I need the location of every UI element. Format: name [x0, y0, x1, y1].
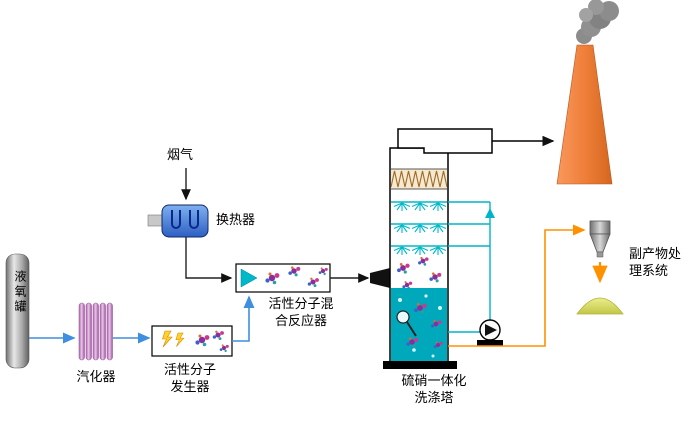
pile-icon	[576, 297, 624, 315]
chimney-icon	[556, 44, 613, 185]
generator-label-line1: 活性分子	[163, 363, 216, 378]
reactor-label-line2: 合反应器	[274, 314, 327, 329]
heat-exchanger-label: 换热器	[216, 213, 256, 228]
generator-label: 活性分子 发生器	[150, 362, 230, 396]
nozzle-icon	[240, 268, 258, 288]
reactor-label-line1: 活性分子混	[268, 297, 334, 312]
pipe-heat-exchanger-to-reactor	[185, 237, 233, 283]
vaporizer-label: 汽化器	[76, 370, 116, 385]
heat-exchanger-icon	[147, 204, 209, 238]
vaporizer-icon	[78, 302, 113, 361]
circulation-pipes	[448, 201, 495, 333]
reactor-label: 活性分子混 合反应器	[258, 296, 344, 330]
active-molecule-generator	[151, 325, 233, 357]
byproduct-label-line1: 副产物处	[629, 247, 682, 262]
byproduct-label-line2: 理系统	[629, 264, 669, 279]
hopper-icon	[589, 220, 611, 258]
generator-label-line2: 发生器	[170, 380, 210, 395]
mixing-reactor	[235, 263, 331, 293]
tower-label-line2: 洗涤塔	[414, 391, 454, 406]
scrubber-tower	[383, 147, 457, 369]
tank-icon	[5, 253, 30, 369]
smoke-icon	[576, 0, 619, 44]
tank-label: 液氧罐	[13, 270, 27, 315]
byproduct-label: 副产物处 理系统	[629, 246, 681, 280]
tower-label-line1: 硫硝一体化	[401, 374, 467, 389]
exhaust-duct	[397, 128, 493, 154]
tower-liquid	[391, 288, 447, 361]
pipe-reactor-to-tower	[330, 268, 390, 288]
spray-icon	[391, 201, 447, 256]
tower-label: 硫硝一体化 洗涤塔	[392, 373, 476, 407]
pipe-generator-to-reactor	[232, 295, 255, 342]
flue-gas-label: 烟气	[167, 148, 194, 163]
byproduct-pipe	[448, 224, 586, 347]
probe-icon	[396, 310, 417, 337]
pump-icon	[477, 319, 503, 346]
demister-icon	[390, 168, 448, 190]
